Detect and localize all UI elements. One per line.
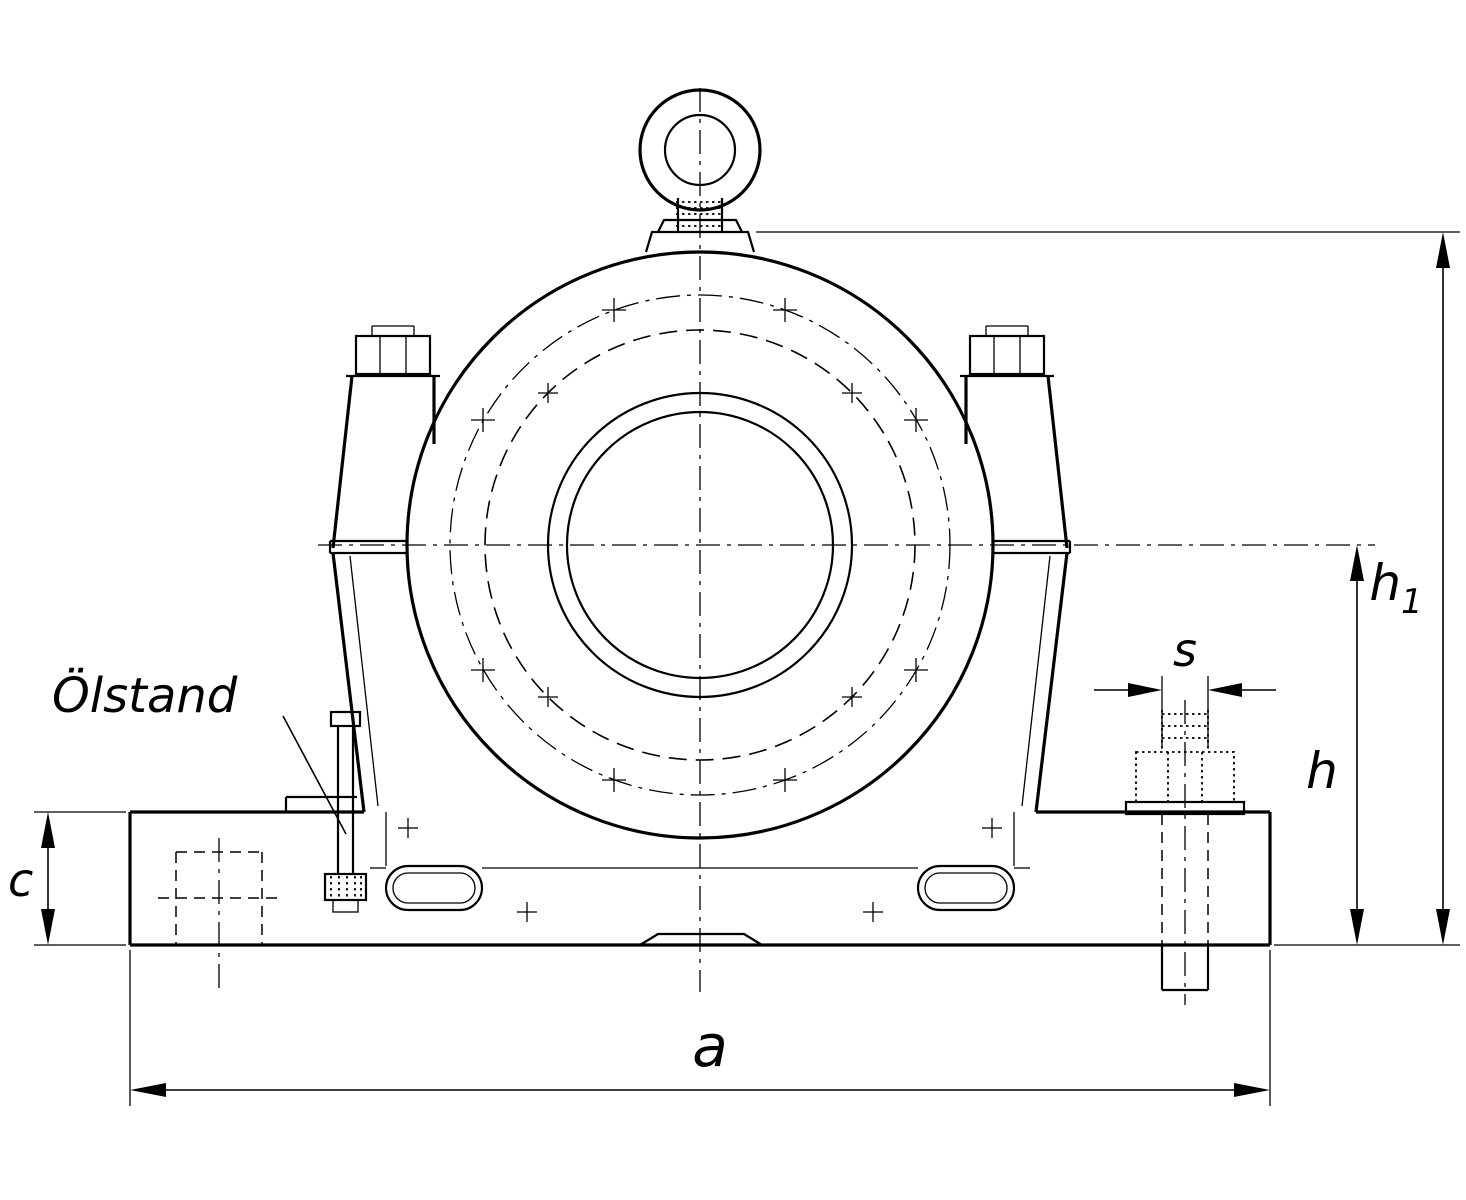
leader-line (282, 715, 347, 835)
dim-c-label: c (8, 853, 33, 907)
cap-boss (644, 230, 756, 253)
eye-bolt-ring-outer (638, 88, 762, 212)
bore-outer-circle (546, 391, 854, 699)
bolt-pad (1124, 800, 1246, 816)
base-bottom-notch (639, 932, 763, 946)
cap-bolt-left (331, 325, 440, 549)
bearing-bores (405, 250, 995, 840)
hex-nut (1135, 751, 1235, 803)
mounting-slot-left (384, 864, 484, 912)
dimension-h: h (1306, 545, 1364, 945)
raceway-circle (484, 329, 916, 761)
oil-level-gauge (282, 710, 368, 913)
cap-bolt-right-head (968, 334, 1046, 376)
base-hidden-hole (158, 851, 280, 945)
oil-level-label: Ölstand (52, 668, 238, 724)
mounting-slot-right (916, 864, 1016, 912)
housing-lower-walls (331, 552, 1069, 813)
gauge-top-cap (329, 710, 362, 728)
base-plate (128, 795, 1272, 947)
eye-bolt-ring-inner (663, 113, 737, 187)
cap-bolt-right (960, 325, 1069, 549)
cap-bolt-left-head (354, 334, 432, 376)
eye-bolt (638, 88, 762, 253)
center-cross-marks (398, 298, 1002, 922)
center-lines (218, 88, 1375, 1005)
dim-s-label: s (1173, 623, 1197, 677)
foundation-bolt (1124, 710, 1246, 992)
dim-h-label: h (1306, 742, 1338, 800)
dimension-a: a (129, 950, 1271, 1106)
bore-inner-circle (565, 410, 835, 680)
gauge-knurl (330, 876, 362, 898)
dim-a-label: a (692, 1012, 728, 1080)
housing-split-flange (328, 539, 1072, 555)
dim-h1-label: h1 (1369, 554, 1422, 622)
eye-bolt-collar (657, 218, 743, 233)
dimension-h1: h1 (756, 231, 1460, 946)
dimension-s: s (1094, 623, 1276, 748)
dimension-c: c (8, 811, 126, 946)
housing-seat-circle (405, 250, 995, 840)
pitch-circle (449, 294, 951, 796)
